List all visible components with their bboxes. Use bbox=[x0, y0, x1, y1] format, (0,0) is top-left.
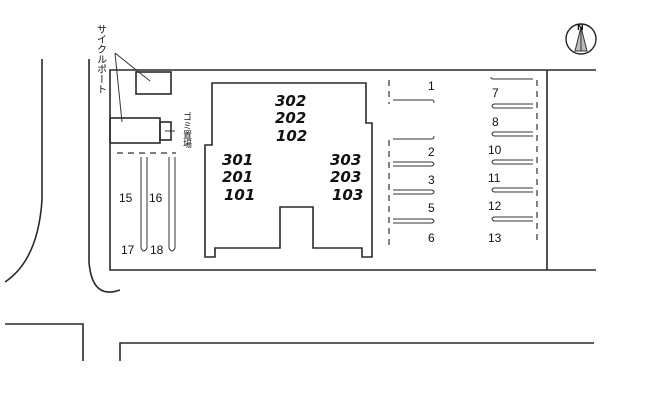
parking-b-divider-3 bbox=[491, 131, 533, 137]
unit-203: 203 bbox=[330, 168, 361, 186]
road-bottom-main bbox=[119, 342, 594, 361]
road-edge-far-left bbox=[4, 59, 43, 283]
parking-c-divider-2 bbox=[168, 157, 176, 252]
parking-a-divider-3 bbox=[393, 161, 435, 167]
parking-lot-11: 11 bbox=[488, 171, 501, 185]
parking-b-divider-5 bbox=[491, 187, 533, 193]
parking-lot-17: 17 bbox=[121, 243, 135, 257]
road-edge-left bbox=[88, 59, 121, 293]
north-label: N bbox=[577, 23, 584, 32]
parking-lot-5: 5 bbox=[428, 201, 435, 215]
garbage-area-label: ゴミ置場 bbox=[181, 111, 192, 149]
parking-b-divider-2 bbox=[491, 103, 533, 109]
parking-b-divider-1 bbox=[490, 76, 533, 80]
unit-301: 301 bbox=[222, 151, 253, 169]
unit-303: 303 bbox=[330, 151, 361, 169]
parking-lot-6: 6 bbox=[428, 231, 435, 245]
site-boundary bbox=[109, 69, 596, 271]
parking-lot-3: 3 bbox=[428, 173, 435, 187]
north-arrow-icon: N bbox=[565, 23, 597, 55]
cycle-port-pointer-2 bbox=[114, 52, 123, 123]
parking-lot-13: 13 bbox=[488, 231, 502, 245]
parking-a-divider-4 bbox=[393, 189, 435, 195]
road-bottom-left bbox=[5, 323, 84, 361]
parking-lot-7: 7 bbox=[492, 86, 499, 100]
cycle-port-pointer-1 bbox=[114, 52, 151, 82]
unit-201: 201 bbox=[222, 168, 253, 186]
cycle-port-label: サイクルポート bbox=[95, 24, 107, 94]
parking-lot-8: 8 bbox=[492, 115, 499, 129]
cycle-port-lower bbox=[109, 117, 161, 144]
parking-b-divider-6 bbox=[491, 216, 533, 222]
parking-lot-1: 1 bbox=[428, 79, 435, 93]
building-outline bbox=[204, 82, 373, 258]
parking-lot-10: 10 bbox=[488, 143, 502, 157]
unit-202: 202 bbox=[275, 109, 306, 127]
parking-c-divider-1 bbox=[140, 157, 148, 252]
parking-lot-12: 12 bbox=[488, 199, 502, 213]
unit-302: 302 bbox=[275, 92, 306, 110]
parking-a-divider-5 bbox=[393, 218, 435, 224]
parking-a-divider-2 bbox=[393, 135, 435, 140]
parking-lot-15: 15 bbox=[119, 191, 133, 205]
unit-102: 102 bbox=[276, 127, 307, 145]
cycle-port-upper bbox=[135, 71, 172, 95]
parking-lot-16: 16 bbox=[149, 191, 163, 205]
unit-103: 103 bbox=[332, 186, 363, 204]
parking-lot-18: 18 bbox=[150, 243, 164, 257]
parking-b-divider-4 bbox=[491, 159, 533, 165]
unit-101: 101 bbox=[224, 186, 255, 204]
parking-lot-2: 2 bbox=[428, 145, 435, 159]
parking-a-divider-1 bbox=[393, 99, 435, 104]
